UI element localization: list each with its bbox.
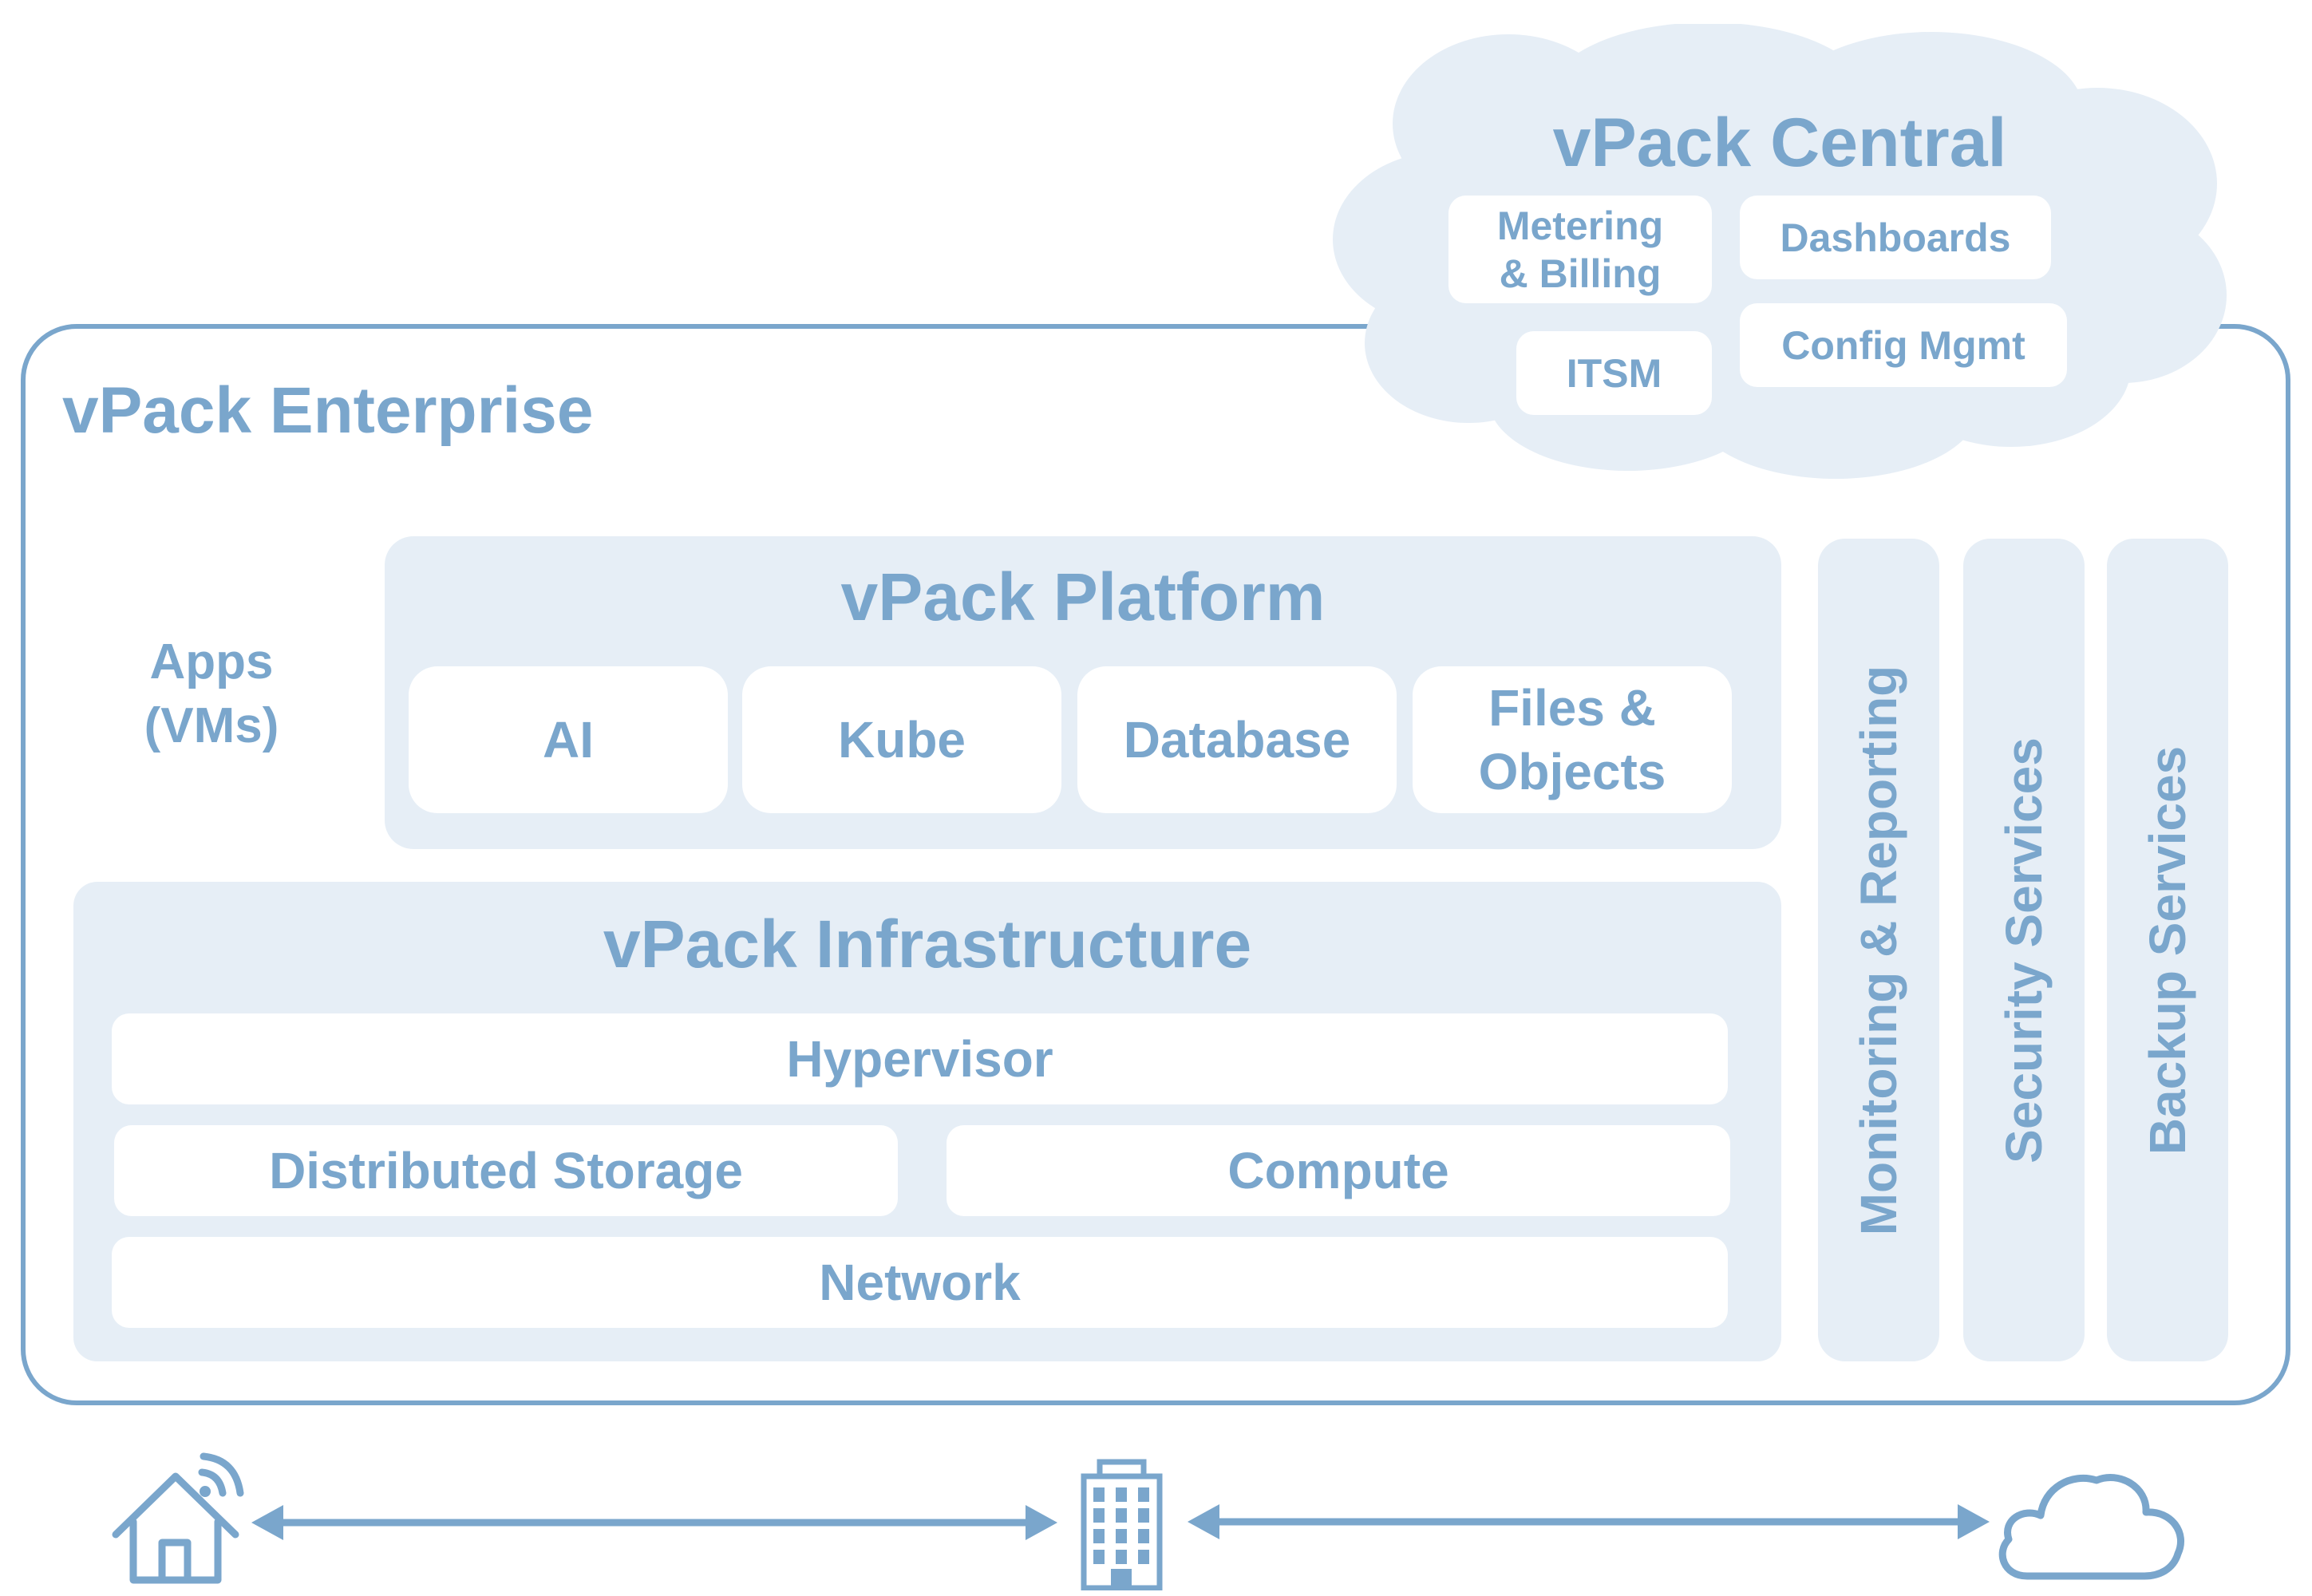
infra-hypervisor-label: Hypervisor — [786, 1030, 1053, 1088]
service-backup: Backup Services — [2107, 539, 2228, 1361]
platform-card-kube-label: Kube — [838, 711, 966, 768]
home-wifi-icon — [112, 1452, 244, 1584]
office-building-icon — [1081, 1459, 1163, 1590]
service-monitoring-reporting-label: Monitoring & Reporting — [1850, 665, 1907, 1235]
service-backup-label: Backup Services — [2139, 745, 2196, 1155]
infra-hypervisor: Hypervisor — [112, 1013, 1728, 1104]
infra-distributed-storage: Distributed Storage — [114, 1125, 898, 1216]
infra-compute-label: Compute — [1227, 1142, 1449, 1199]
central-itsm: ITSM — [1516, 331, 1712, 415]
cloud-icon — [1998, 1474, 2184, 1580]
infra-compute: Compute — [947, 1125, 1730, 1216]
central-metering-billing-label: Metering & Billing — [1496, 203, 1664, 296]
service-monitoring-reporting: Monitoring & Reporting — [1818, 539, 1939, 1361]
platform-card-files-objects: Files & Objects — [1413, 666, 1732, 813]
vpack-platform-title: vPack Platform — [840, 559, 1326, 634]
platform-card-files-objects-label: Files & Objects — [1478, 679, 1666, 800]
central-dashboards-label: Dashboards — [1780, 215, 2011, 260]
service-security-label: Security Services — [1995, 737, 2053, 1163]
platform-card-ai-label: AI — [543, 711, 594, 768]
central-metering-billing: Metering & Billing — [1448, 196, 1712, 303]
vpack-central-title: vPack Central — [1552, 105, 2007, 181]
vpack-infrastructure-title: vPack Infrastructure — [603, 907, 1252, 982]
platform-card-ai: AI — [409, 666, 728, 813]
vpack-enterprise-title: vPack Enterprise — [62, 374, 594, 447]
platform-card-database-label: Database — [1123, 711, 1351, 768]
platform-card-kube: Kube — [742, 666, 1061, 813]
central-config-mgmt: Config Mgmt — [1740, 303, 2067, 387]
central-itsm-label: ITSM — [1566, 350, 1662, 396]
central-config-mgmt-label: Config Mgmt — [1781, 322, 2025, 368]
double-arrow-right — [1188, 1504, 1990, 1539]
infra-network: Network — [112, 1237, 1728, 1328]
infra-distributed-storage-label: Distributed Storage — [269, 1142, 743, 1199]
infra-network-label: Network — [819, 1254, 1021, 1311]
platform-card-database: Database — [1077, 666, 1397, 813]
double-arrow-left — [251, 1505, 1057, 1540]
central-dashboards: Dashboards — [1740, 196, 2051, 279]
apps-vms-label: Apps (VMs) — [144, 634, 279, 753]
service-security: Security Services — [1963, 539, 2085, 1361]
